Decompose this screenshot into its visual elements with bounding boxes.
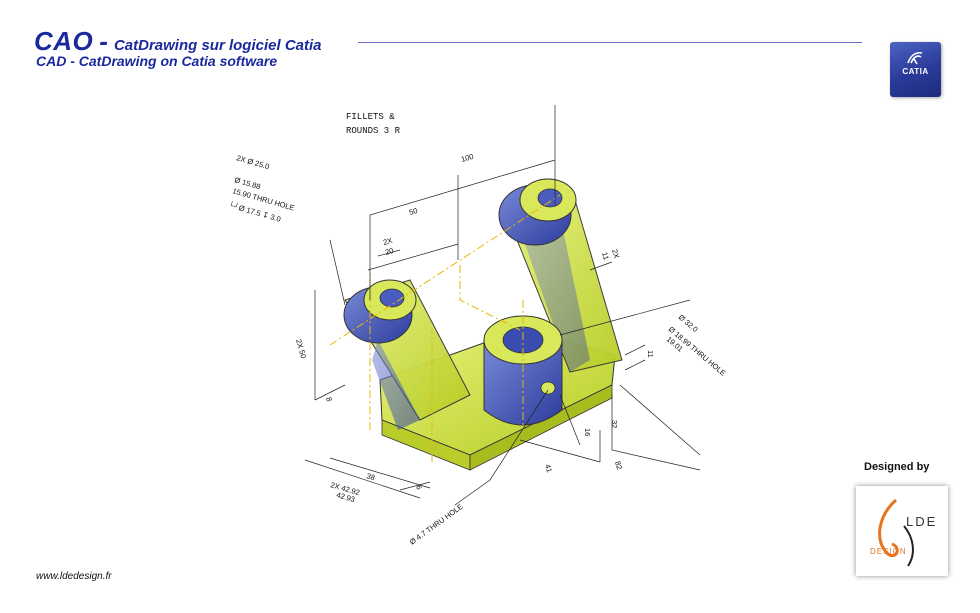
dim-6: 6 <box>414 484 424 490</box>
title-dash: - <box>99 26 108 56</box>
dim-16: 16 <box>583 428 592 436</box>
dim-41: 41 <box>543 463 554 474</box>
subtitle-english: CAD - CatDrawing on Catia software <box>36 53 278 69</box>
title-cao: CAO <box>34 26 94 56</box>
page-title: CAO-CatDrawing sur logiciel Catia <box>34 26 322 57</box>
dim-50: 50 <box>408 206 419 217</box>
dim-2x50: 2X 50 <box>294 338 308 359</box>
ds-symbol-icon <box>907 51 923 65</box>
note-rounds: ROUNDS 3 R <box>346 126 401 136</box>
part-right-arm <box>498 178 623 373</box>
dim-8: 8 <box>324 396 334 402</box>
hole-left-line1: 2X Ø 25.0 <box>235 153 270 171</box>
header-rule <box>358 42 862 43</box>
svg-text:LDE: LDE <box>906 514 937 529</box>
dim-82: 82 <box>613 460 624 471</box>
title-french: CatDrawing sur logiciel Catia <box>113 37 322 54</box>
dim-2x11-value: 11 <box>600 251 611 261</box>
dimension-lines <box>304 105 701 506</box>
dim-2x20-label: 2X <box>382 236 393 247</box>
hole-small-label: Ø 4.7 THRU HOLE <box>408 502 465 547</box>
dim-38: 38 <box>365 471 376 482</box>
dim-2x11-label: 2X <box>610 248 621 259</box>
dim-100: 100 <box>460 152 475 164</box>
designed-by-label: Designed by <box>864 461 930 473</box>
hole-right-line2: Ø 18.99 THRU HOLE <box>667 325 728 378</box>
dim-2x20-value: 20 <box>384 246 395 257</box>
catia-logo-icon: CATIA <box>890 42 941 97</box>
dim-11: 11 <box>646 350 655 358</box>
catia-logo-word: CATIA <box>902 67 929 76</box>
svg-text:DESIGN: DESIGN <box>870 547 907 556</box>
note-fillets: FILLETS & <box>346 112 395 122</box>
dim-32: 32 <box>610 420 619 428</box>
website-link[interactable]: www.ldedesign.fr <box>36 571 112 582</box>
lde-design-logo-icon: LDE DESIGN <box>856 486 948 576</box>
